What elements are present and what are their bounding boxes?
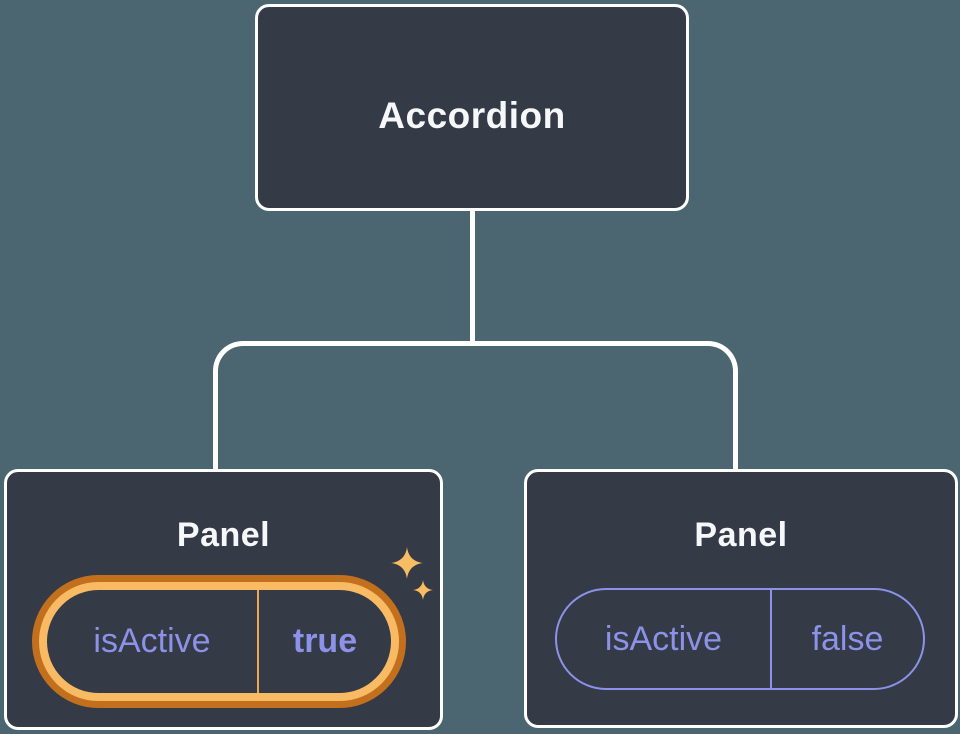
state-key-label: isActive xyxy=(604,619,723,658)
accordion-node: Accordion xyxy=(255,4,689,211)
panel-node-label: Panel xyxy=(694,516,788,554)
state-pill-inactive: isActive false xyxy=(555,588,925,690)
panel-node-label: Panel xyxy=(176,516,271,554)
state-pill-active-inner: isActive true xyxy=(47,590,391,693)
state-pill-active: isActive true xyxy=(32,575,406,708)
state-pill-divider xyxy=(770,590,772,688)
state-key-label: isActive xyxy=(93,622,211,660)
accordion-node-label: Accordion xyxy=(378,95,566,136)
sparkle-icon xyxy=(413,580,433,600)
state-value-label: true xyxy=(292,622,358,660)
connector-root-stem xyxy=(470,209,475,346)
sparkle-icon xyxy=(391,547,423,579)
state-pill-divider xyxy=(257,590,259,693)
state-value-label: false xyxy=(811,619,884,658)
connector-branch-bracket xyxy=(213,341,738,469)
